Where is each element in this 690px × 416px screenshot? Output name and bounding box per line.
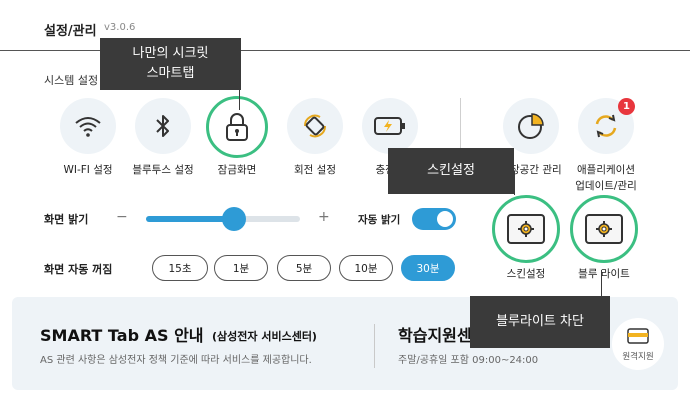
page-title: 설정/관리 [44, 24, 97, 39]
storage-label: 저장공간 관리 [500, 164, 562, 176]
timeout-option-1m[interactable]: 1분 [214, 255, 268, 281]
blue-light-button[interactable] [570, 195, 638, 263]
storage-button[interactable] [503, 98, 559, 154]
callout-skin-settings: 스킨설정 [388, 148, 514, 194]
remote-support-button[interactable] [612, 318, 664, 370]
brightness-increase-button[interactable]: + [318, 209, 330, 225]
section-divider [460, 98, 461, 188]
timeout-option-15s[interactable]: 15초 [152, 255, 208, 281]
wifi-icon [75, 117, 101, 137]
refresh-icon [595, 114, 617, 138]
footer-divider [374, 324, 375, 368]
lock-screen-label: 잠금화면 [217, 164, 257, 176]
callout-secret-smarttab: 나만의 시크릿 스마트탭 [100, 38, 241, 90]
callout-line-secret [239, 90, 240, 110]
learning-center-title: 학습지원센터 [398, 326, 487, 345]
learning-center-hours: 주말/공휴일 포함 09:00~24:00 [398, 355, 539, 366]
skin-settings-label: 스킨설정 [506, 268, 546, 280]
wifi-button[interactable] [60, 98, 116, 154]
callout-blue-light: 블루라이트 차단 [470, 296, 610, 348]
screen-timeout-label: 화면 자동 꺼짐 [44, 263, 113, 276]
version-label: v3.0.6 [104, 22, 136, 33]
remote-support-label: 원격지원 [622, 352, 654, 362]
app-update-button[interactable] [578, 98, 634, 154]
blue-light-label: 블루 라이트 [578, 268, 630, 280]
brightness-label: 화면 밝기 [44, 213, 89, 226]
rotate-label: 회전 설정 [294, 164, 336, 176]
timeout-option-5m[interactable]: 5분 [277, 255, 331, 281]
pie-chart-icon [518, 113, 544, 139]
timeout-option-30m[interactable]: 30분 [401, 255, 455, 281]
battery-charging-icon [374, 117, 405, 135]
auto-brightness-toggle[interactable] [412, 208, 456, 230]
as-info-subtitle: (삼성전자 서비스센터) [212, 330, 317, 343]
rotate-icon [303, 114, 327, 138]
notification-badge: 1 [618, 98, 635, 115]
brightness-decrease-button[interactable]: − [116, 209, 128, 225]
timeout-option-10m[interactable]: 10분 [339, 255, 393, 281]
bluetooth-button[interactable] [135, 98, 191, 154]
wifi-label: WI-FI 설정 [63, 164, 113, 176]
as-info-description: AS 관련 사항은 삼성전자 정책 기준에 따라 서비스를 제공합니다. [40, 355, 312, 366]
lock-icon [226, 113, 248, 141]
skin-frame [507, 214, 545, 244]
as-info-title: SMART Tab AS 안내 [40, 326, 204, 345]
system-section-label: 시스템 설정 [44, 74, 99, 87]
gear-icon [518, 221, 534, 237]
gear-icon [596, 221, 612, 237]
bluetooth-label: 블루투스 설정 [132, 164, 194, 176]
brightness-slider-thumb[interactable] [221, 207, 246, 231]
charging-button[interactable] [362, 98, 418, 154]
toggle-knob [437, 211, 453, 227]
app-update-label: 애플리케이션 업데이트/관리 [575, 164, 637, 192]
blue-light-frame [585, 214, 623, 244]
callout-line-blue [601, 270, 602, 296]
auto-brightness-label: 자동 밝기 [358, 214, 401, 226]
skin-settings-button[interactable] [492, 195, 560, 263]
card-icon [627, 328, 649, 344]
lock-screen-button[interactable] [206, 96, 268, 158]
brightness-slider-fill [146, 216, 234, 222]
rotate-button[interactable] [287, 98, 343, 154]
bluetooth-icon [156, 115, 169, 137]
header-divider [0, 50, 690, 51]
callout-line-skin [514, 171, 515, 195]
